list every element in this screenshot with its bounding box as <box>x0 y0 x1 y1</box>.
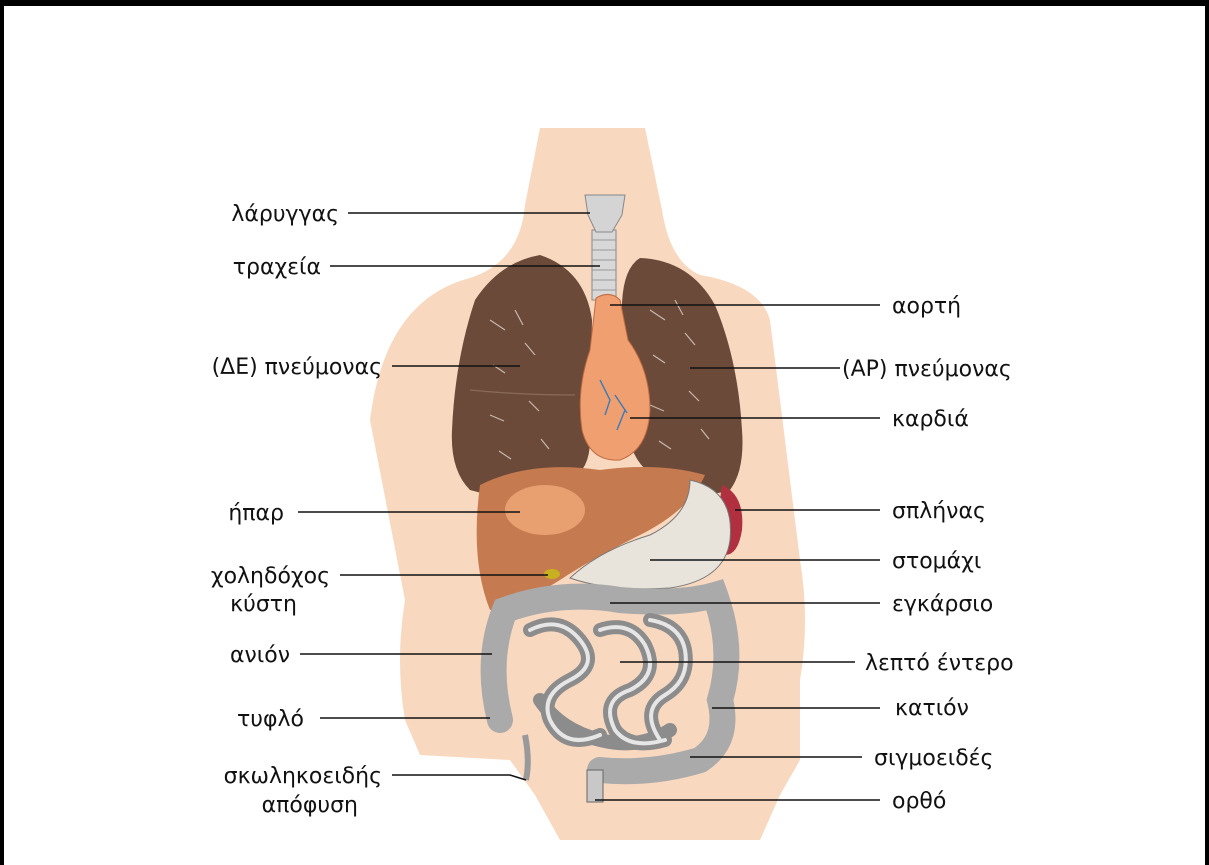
label-small-intestine: λεπτό έντερο <box>865 651 1014 676</box>
label-appendix-line2: απόφυση <box>262 793 358 818</box>
label-liver: ήπαρ <box>228 501 284 526</box>
label-gallbladder-line2: κύστη <box>230 592 297 617</box>
label-ascending: ανιόν <box>230 643 290 668</box>
gallbladder-shape <box>544 569 560 579</box>
label-stomach: στομάχι <box>892 549 981 574</box>
label-gallbladder-line1: χοληδόχος <box>211 564 330 589</box>
label-right-lung: (ΔΕ) πνεύμονας <box>212 355 382 380</box>
label-aorta: αορτή <box>892 294 961 319</box>
label-left-lung: (ΑΡ) πνεύμονας <box>842 357 1012 382</box>
rectum-shape <box>587 770 603 802</box>
label-cecum: τυφλό <box>237 707 304 732</box>
appendix-shape <box>525 735 528 780</box>
label-descending: κατιόν <box>895 696 969 721</box>
leader-line-appendix <box>392 775 526 780</box>
label-rectum: ορθό <box>892 789 946 814</box>
label-spleen: σπλήνας <box>892 499 986 524</box>
liver-highlight <box>505 485 585 535</box>
label-transverse: εγκάρσιο <box>892 592 993 617</box>
label-trachea: τραχεία <box>233 255 321 280</box>
label-larynx: λάρυγγας <box>231 202 339 227</box>
label-heart: καρδιά <box>892 407 969 432</box>
label-appendix-line1: σκωληκοειδής <box>224 764 382 789</box>
label-sigmoid: σιγμοειδές <box>874 746 993 771</box>
